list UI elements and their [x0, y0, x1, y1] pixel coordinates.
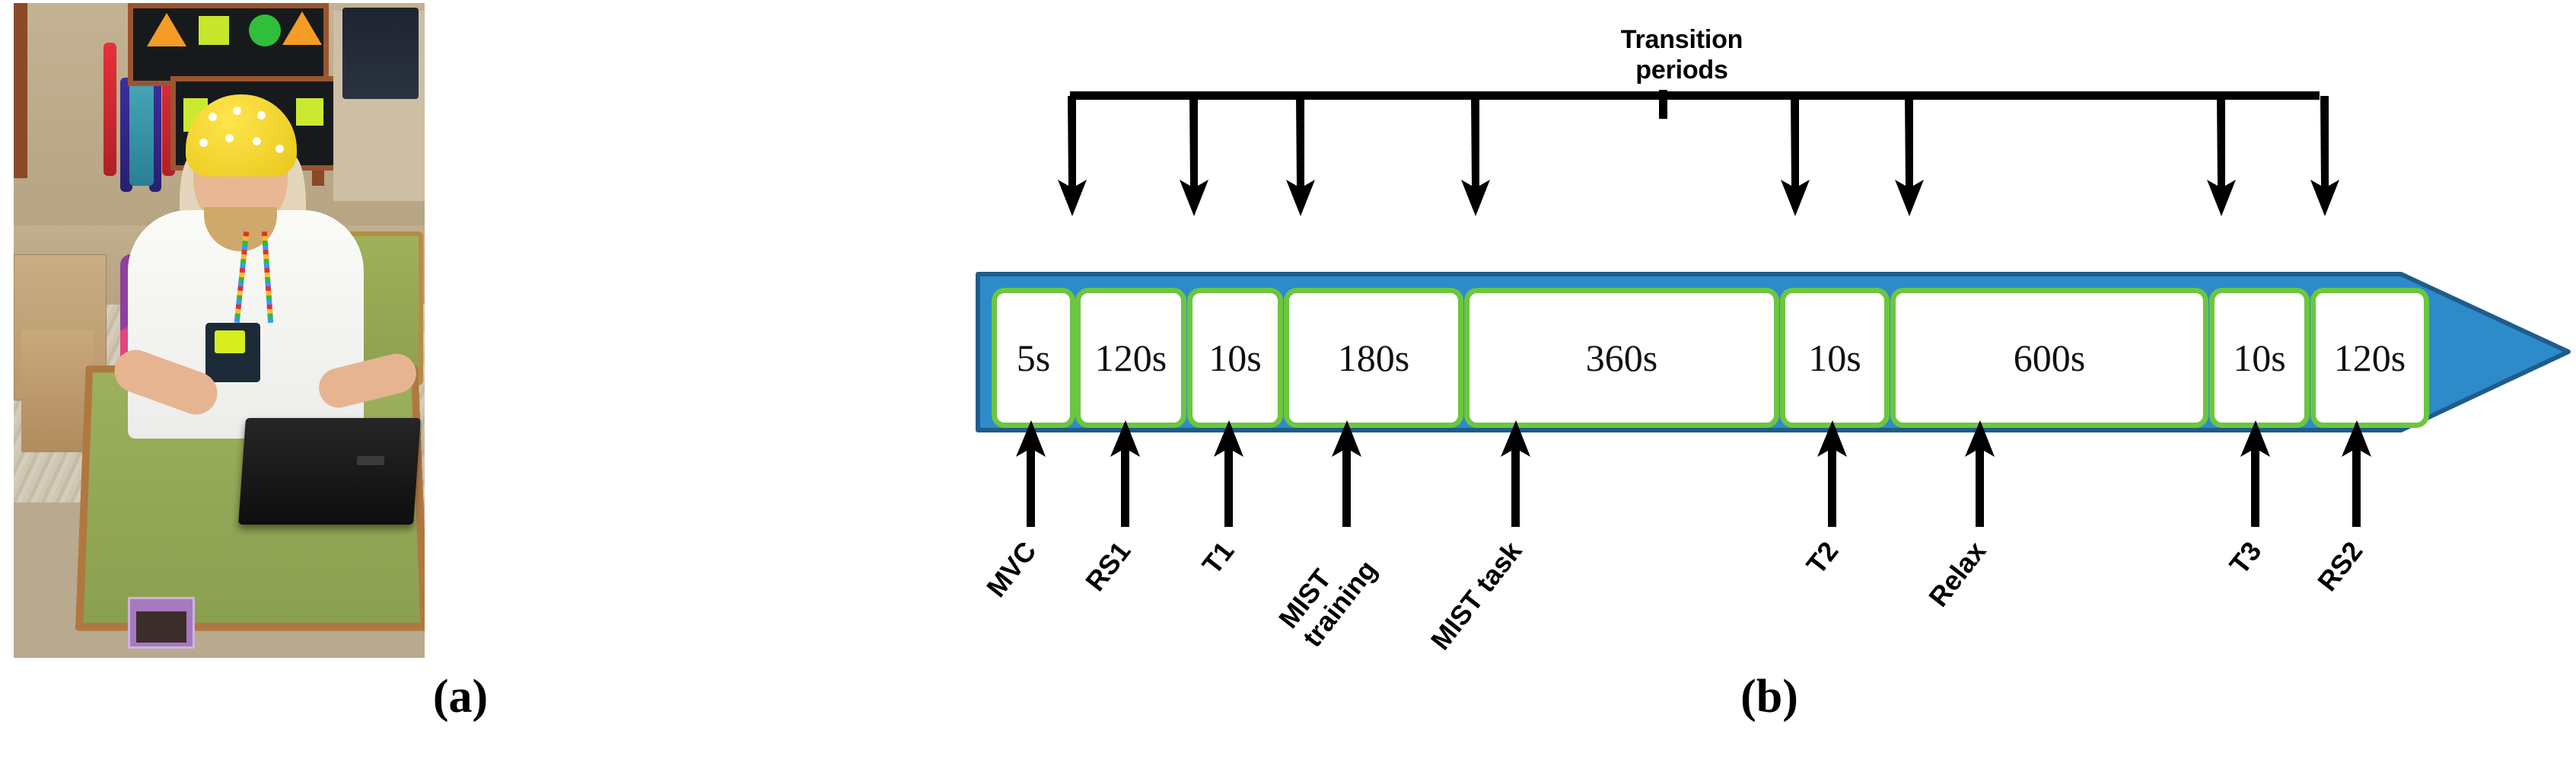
- segment-duration: 600s: [2013, 337, 2086, 379]
- event-label-mist-training: MIST training: [1272, 554, 1383, 653]
- desk-photo-card: [128, 597, 195, 649]
- timeline-segment-7[interactable]: 10s: [2209, 288, 2310, 428]
- event-arrow-up-0: [1016, 420, 1046, 527]
- event-label-mvc: MVC: [979, 535, 1043, 603]
- event-arrow-up-3: [1332, 420, 1361, 527]
- transition-arrow-down-3: [1286, 96, 1315, 216]
- transition-arrow-down-2: [1180, 96, 1208, 216]
- eeg-electrode: [233, 107, 241, 115]
- segment-duration: 120s: [2333, 337, 2406, 379]
- segment-duration: 180s: [1337, 337, 1410, 379]
- event-label-rs2: RS2: [2311, 535, 2369, 597]
- event-arrow-up-4: [1501, 420, 1530, 527]
- hanging-clothes: [342, 8, 419, 99]
- eeg-electrode: [225, 134, 234, 142]
- wall-tube-red-1: [103, 43, 116, 176]
- shape-square-green-3: [296, 98, 323, 126]
- timeline-segment-0[interactable]: 5s: [992, 288, 1075, 428]
- bracket-center-stub: [1659, 90, 1667, 119]
- event-arrow-up-2: [1214, 420, 1243, 527]
- laptop: [238, 418, 421, 525]
- timeline-segment-4[interactable]: 360s: [1464, 288, 1779, 428]
- door-frame-left: [14, 3, 27, 178]
- shape-square-green-1: [199, 16, 229, 45]
- segment-duration: 5s: [1016, 337, 1051, 379]
- event-label-t3: T3: [2223, 535, 2268, 580]
- panel-b-timeline: Transition periods 5s 120s 10s 180s 360s…: [974, 0, 2576, 769]
- event-label-t2: T2: [1800, 535, 1845, 580]
- event-arrow-up-8: [2342, 420, 2371, 527]
- segment-duration: 10s: [1808, 337, 1861, 379]
- transition-arrow-down-7: [2207, 96, 2236, 216]
- segment-duration: 10s: [2233, 337, 2286, 379]
- panel-b-caption: (b): [1740, 671, 1798, 723]
- event-arrow-up-1: [1110, 420, 1140, 527]
- eeg-cap: [186, 94, 297, 177]
- eeg-electrode: [253, 137, 261, 145]
- event-arrow-up-7: [2240, 420, 2270, 527]
- segment-duration: 120s: [1094, 337, 1167, 379]
- portable-recording-device: [205, 323, 260, 382]
- timeline-segment-5[interactable]: 10s: [1780, 288, 1890, 428]
- panel-a-caption: (a): [432, 671, 489, 723]
- transition-arrow-down-8: [2310, 96, 2339, 216]
- event-label-t1: T1: [1196, 535, 1240, 580]
- shape-triangle-orange-2: [282, 11, 322, 45]
- shapes-board-left: [128, 3, 329, 86]
- experiment-photo: [14, 3, 425, 658]
- timeline-segment-6[interactable]: 600s: [1890, 288, 2208, 428]
- transition-arrow-down-1: [1058, 96, 1087, 216]
- transition-arrow-down-4: [1461, 96, 1490, 216]
- timeline-segment-3[interactable]: 180s: [1284, 288, 1463, 428]
- timeline-segment-2[interactable]: 10s: [1187, 288, 1283, 428]
- transition-label-line1: Transition: [1620, 25, 1743, 54]
- panel-a-photograph: [14, 3, 425, 658]
- timeline-segment-8[interactable]: 120s: [2310, 288, 2429, 428]
- segment-duration: 10s: [1208, 337, 1262, 379]
- event-label-rs1: RS1: [1079, 535, 1137, 597]
- event-label-mist-task: MIST task: [1424, 535, 1528, 656]
- event-arrow-up-5: [1817, 420, 1847, 527]
- event-arrow-up-6: [1965, 420, 1995, 527]
- transition-arrow-down-6: [1895, 96, 1924, 216]
- eeg-electrode: [199, 139, 208, 147]
- eeg-electrode: [257, 111, 266, 120]
- transition-label-line2: periods: [1635, 56, 1728, 85]
- transition-arrow-down-5: [1781, 96, 1810, 216]
- eeg-electrode: [275, 145, 284, 153]
- transition-periods-label: Transition periods: [1568, 24, 1796, 85]
- shape-triangle-orange-1: [147, 13, 186, 46]
- segment-duration: 360s: [1585, 337, 1658, 379]
- shape-circle-green-1: [249, 14, 281, 46]
- timeline-segment-1[interactable]: 120s: [1075, 288, 1186, 428]
- eeg-electrode: [209, 113, 217, 121]
- event-label-relax: Relax: [1922, 535, 1992, 613]
- bracket-horizontal-line: [1070, 91, 2320, 100]
- paper-bag: [21, 330, 94, 452]
